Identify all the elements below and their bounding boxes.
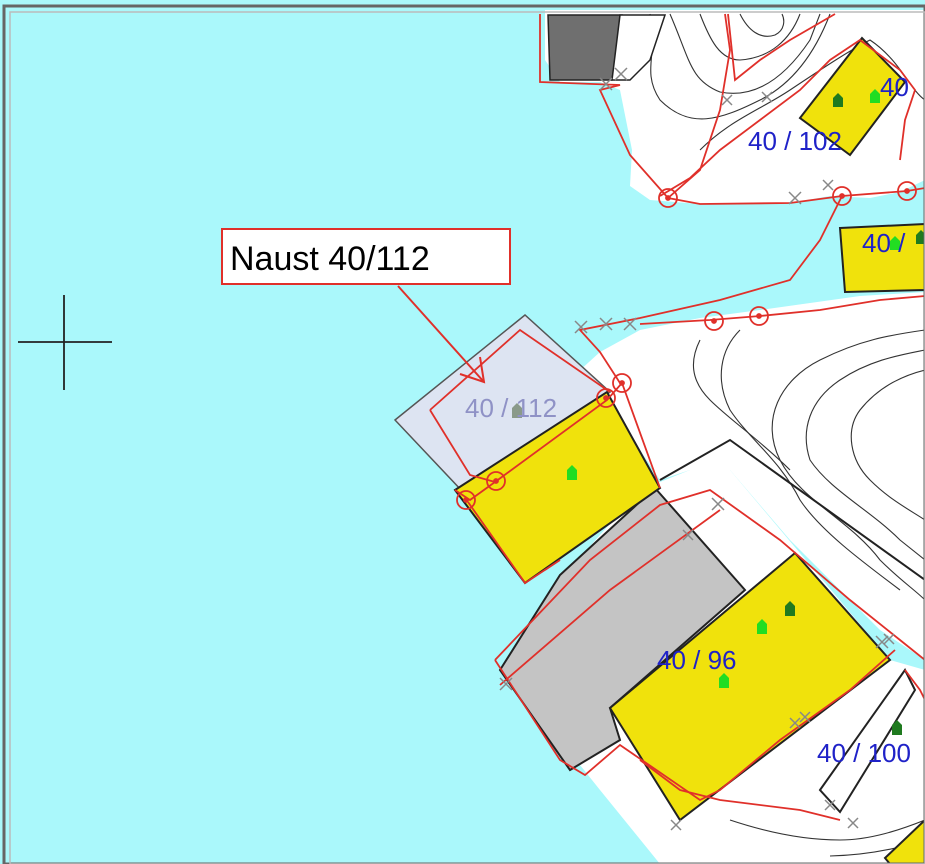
building-102 [798,36,907,157]
callout-text: Naust 40/112 [230,240,430,278]
callout-naust: Naust 40/112 [221,228,511,384]
parcel-label-96: 40 / 96 [657,645,737,675]
callout-box [221,228,511,285]
parcel-label-112: 40 / 112 [465,393,557,423]
parcel-labels: 40 / 102 40 40 / 40 / 112 40 / 96 40 / 1… [465,72,911,768]
map-frame-inner [9,11,925,864]
parcel-label-102: 40 / 102 [748,126,842,156]
boundary-markers [456,181,917,510]
house-icon [916,230,925,244]
building-40-east [838,222,925,294]
land-main [578,292,925,850]
garage-building [498,486,747,772]
structure-east-lower [818,668,917,814]
parcel-label-100: 40 / 100 [817,738,911,768]
house-icon [890,236,900,250]
map-frame [2,4,925,864]
house-icon [785,601,795,616]
crosshair-icon [18,295,112,390]
survey-cross-markers [499,67,895,831]
building-bottom-right [883,818,925,864]
parcel-label-40: 40 [880,72,909,102]
house-icon [719,673,729,688]
house-icon [833,93,843,107]
parcel-label-40-east: 40 / [862,228,906,258]
property-boundaries [429,13,925,821]
house-icon [757,619,767,634]
callout-arrowhead [459,356,486,384]
house-icon [892,720,902,735]
shed-building-north [547,14,623,81]
contour-lines [649,13,925,857]
house-icon [870,89,880,103]
building-96 [608,551,892,822]
house-icon [512,403,522,418]
shed-building-north-white [611,14,667,81]
callout-leader [397,285,485,383]
house-icons [512,89,925,735]
house-icon [567,465,577,480]
structure-outline [659,438,925,581]
